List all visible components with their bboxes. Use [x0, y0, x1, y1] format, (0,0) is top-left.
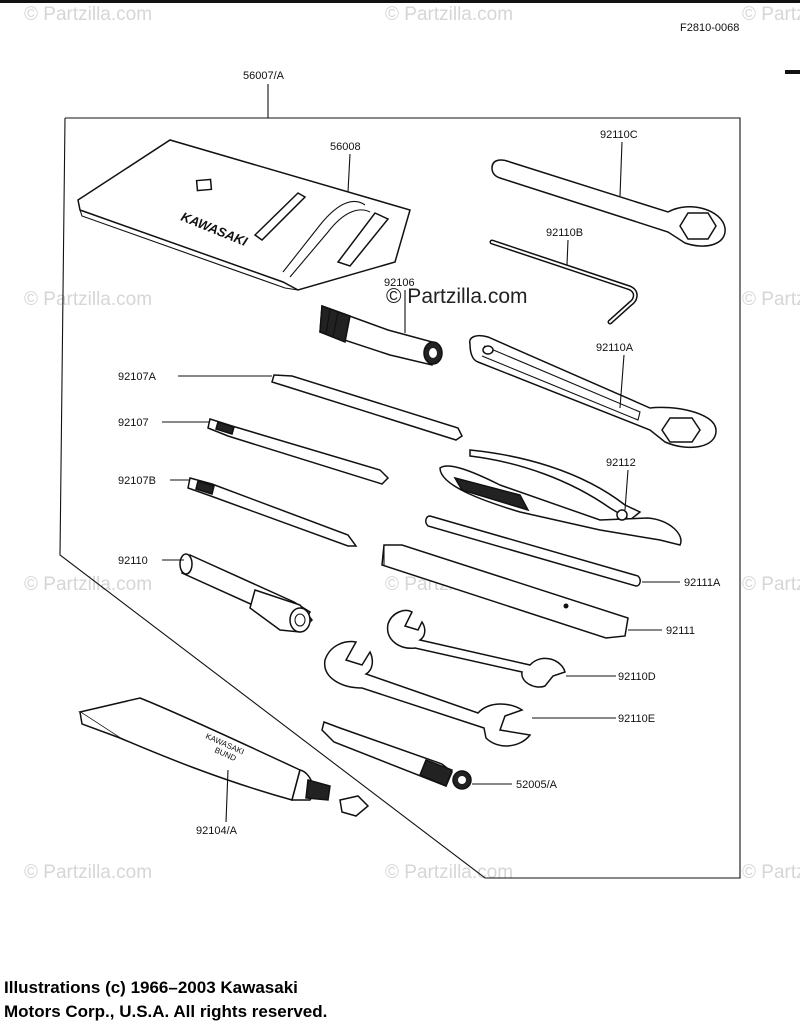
label-wrench-a: 92110A — [596, 342, 634, 354]
watermark: © Partzilla.com — [742, 4, 800, 25]
edge-mark — [785, 70, 800, 74]
copyright-line: Motors Corp., U.S.A. All rights reserved… — [4, 1002, 328, 1021]
label-screwdriver-b: 92107B — [118, 475, 156, 487]
wrench-92110D: 92110D — [386, 609, 656, 688]
ref-code: F2810-0068 — [680, 22, 739, 34]
watermark: © Partzilla.com — [742, 574, 800, 595]
plug-wrench-92110: 92110 — [118, 553, 314, 633]
label-bar: 92111A — [684, 577, 721, 589]
label-holder: 52005/A — [516, 779, 558, 791]
pliers-92112: 92112 — [439, 449, 682, 546]
watermark-center: © Partzilla.com — [386, 285, 528, 308]
wrench-92110E: 92110E — [324, 640, 655, 747]
label-kit: 56007/A — [243, 70, 285, 82]
handle: 92106 — [319, 277, 443, 366]
label-screwdriver-a: 92107A — [118, 371, 157, 383]
label-lever: 92111 — [666, 625, 695, 637]
hex-key-92110B: 92110B — [489, 227, 638, 325]
watermark: © Partzilla.com — [385, 4, 513, 25]
watermark: © Partzilla.com — [742, 289, 800, 310]
label-pliers: 92112 — [606, 457, 636, 469]
label-pouch: 56008 — [330, 141, 361, 153]
label-screwdriver: 92107 — [118, 417, 149, 429]
lever-92111: 92111 — [381, 544, 695, 639]
watermark: © Partzilla.com — [24, 574, 152, 595]
watermark: © Partzilla.com — [24, 4, 152, 25]
kit-frame: 56007/A — [59, 70, 741, 879]
screwdriver-92107: 92107 — [118, 417, 390, 485]
label-wrench-e: 92110E — [618, 713, 655, 725]
label-handle: 92106 — [384, 277, 415, 289]
top-edge — [0, 0, 800, 3]
label-plug-wrench: 92110 — [118, 555, 148, 567]
wrench-92110C: 92110C — [491, 129, 726, 247]
copyright-notice: Illustrations (c) 1966–2003 Kawasaki Mot… — [4, 976, 327, 1024]
label-grease: 92104/A — [196, 825, 238, 837]
wrench-92110A: 92110A — [469, 334, 717, 449]
watermark: © Partzilla.com — [742, 862, 800, 883]
screwdriver-92107B: 92107B — [118, 475, 358, 547]
watermark: © Partzilla.com — [24, 862, 152, 883]
label-wrench-d: 92110D — [618, 671, 656, 683]
screwdriver-92107A: 92107A — [118, 371, 463, 441]
grease-tube-92104A: KAWASAKI BUND 92104/A — [78, 697, 370, 837]
bar-92111A: 92111A — [425, 515, 721, 589]
watermark: © Partzilla.com — [24, 289, 152, 310]
tool-pouch: KAWASAKI 56008 — [77, 139, 411, 291]
label-wrench-c: 92110C — [600, 129, 638, 141]
holder-52005A: 52005/A — [321, 721, 558, 791]
watermark: © Partzilla.com — [385, 862, 513, 883]
label-wrench-b: 92110B — [546, 227, 583, 239]
copyright-line: Illustrations (c) 1966–2003 Kawasaki — [4, 978, 298, 997]
